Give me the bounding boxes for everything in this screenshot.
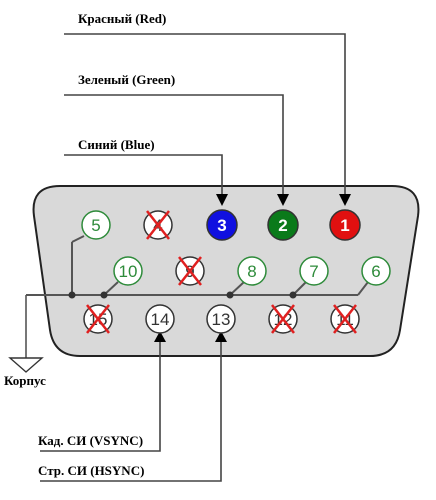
hsync-label: Стр. СИ (HSYNC) [38,463,144,478]
unused-cross-icon [146,210,170,240]
vsync-signal-line [40,340,161,452]
pin-13: 13 [206,304,236,334]
ground-junction [226,291,234,299]
ground-tap-5-h [71,235,85,243]
ground-label: Корпус [4,373,46,388]
unused-cross-icon [178,256,202,286]
ground-symbol [8,357,44,373]
pin-6-label: 6 [371,262,380,281]
vsync-label: Кад. СИ (VSYNC) [38,433,143,448]
pin-11: 11 [330,304,360,334]
blue-label: Синий (Blue) [78,137,155,152]
pin-10: 10 [113,256,143,286]
ground-junction [68,291,76,299]
blue-arrowhead [216,194,228,206]
pin-14-label: 14 [151,310,170,329]
unused-cross-icon [86,304,110,334]
connector-body [32,185,420,357]
green-signal-line [64,94,284,196]
pin-5-label: 5 [91,216,100,235]
unused-cross-icon [271,304,295,334]
red-label: Красный (Red) [78,11,166,26]
blue-signal-line [64,154,223,196]
pin-15: 15 [83,304,113,334]
pin-2-label: 2 [278,216,287,235]
pin-4: 4 [143,210,173,240]
unused-cross-icon [333,304,357,334]
pin-10-label: 10 [119,262,138,281]
pin-7-label: 7 [309,262,318,281]
pin-1: 1 [329,209,361,241]
pin-12: 12 [268,304,298,334]
red-signal-line [64,33,346,196]
pin-8-label: 8 [247,262,256,281]
pin-2: 2 [267,209,299,241]
pin-3-label: 3 [217,216,226,235]
ground-tap-6 [357,281,369,296]
green-label: Зеленый (Green) [78,72,175,87]
pin-1-label: 1 [340,216,349,235]
pin-14: 14 [145,304,175,334]
pin-9: 9 [175,256,205,286]
pin-7: 7 [299,256,329,286]
hsync-signal-line [40,340,222,482]
pin-6: 6 [361,256,391,286]
green-arrowhead [277,194,289,206]
pin-5: 5 [81,210,111,240]
red-arrowhead [339,194,351,206]
ground-junction [100,291,108,299]
pin-3: 3 [206,209,238,241]
vsync-arrowhead [154,331,166,342]
hsync-arrowhead [215,331,227,342]
pin-8: 8 [237,256,267,286]
pin-13-label: 13 [212,310,231,329]
ground-junction [289,291,297,299]
